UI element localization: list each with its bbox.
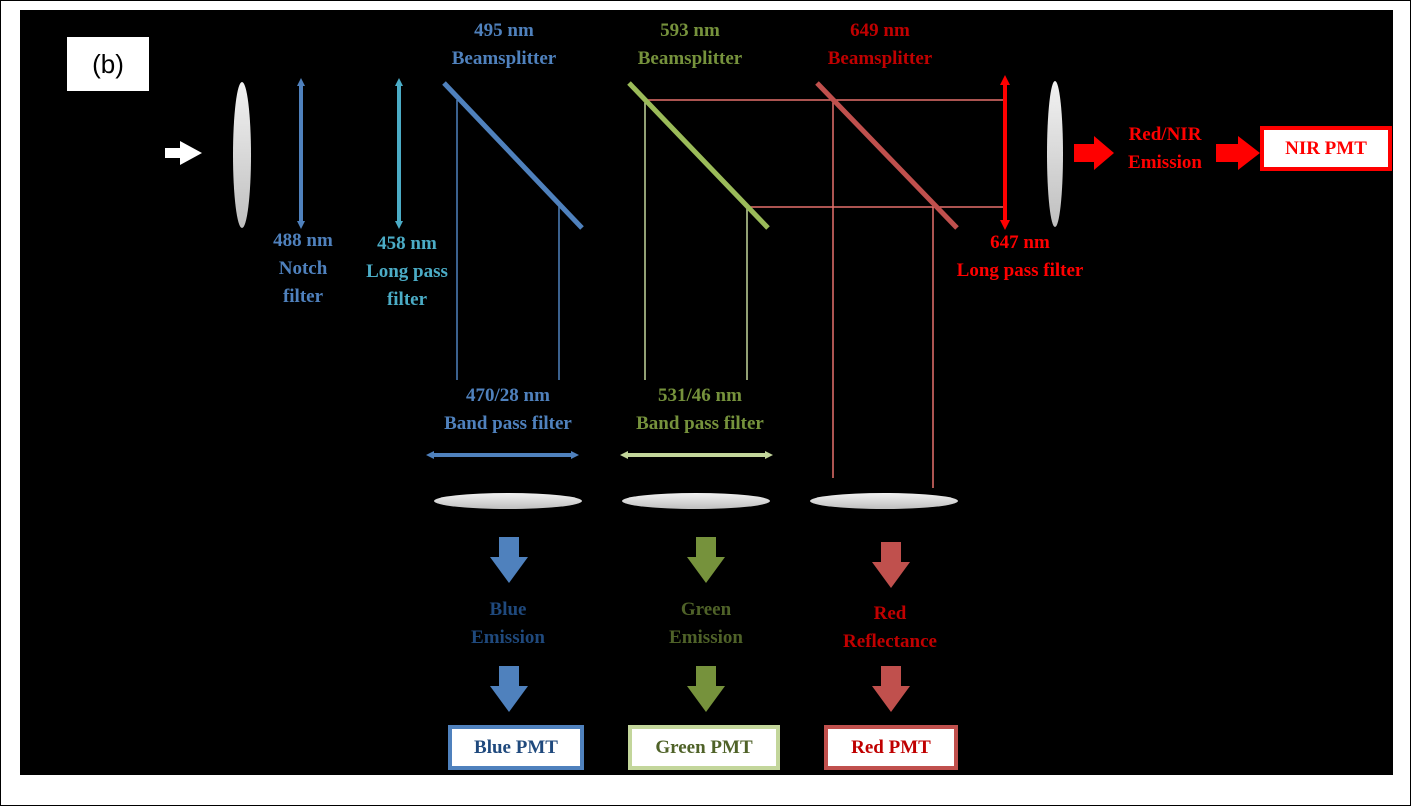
beamsplitter-593-type: Beamsplitter [637, 48, 743, 69]
bandpass-blue-label: 470/28 nm Band pass filter [418, 382, 598, 438]
longpass-458-label: 458 nm Long pass filter [350, 230, 464, 314]
exit-lens [1047, 81, 1063, 227]
beamsplitter-495-wavelength: 495 nm [474, 20, 534, 41]
longpass-458-type: Long pass [366, 261, 448, 282]
nir-pmt-box: NIR PMT [1260, 126, 1392, 171]
nir-emission-color: Red/NIR [1128, 124, 1202, 145]
green-beam-paths [644, 100, 748, 380]
entrance-lens [233, 82, 251, 228]
blue-emission-color: Blue [489, 599, 527, 620]
optical-layout [165, 75, 1260, 712]
bandpass-green-type: Band pass filter [636, 413, 764, 434]
bandpass-blue-type: Band pass filter [444, 413, 572, 434]
diagram-canvas: (b) [20, 10, 1393, 775]
green-emission-color: Green [680, 599, 732, 620]
blue-emission-word: Emission [471, 627, 545, 648]
longpass-458-wavelength: 458 nm [377, 233, 437, 254]
red-pmt-box: Red PMT [824, 725, 958, 770]
green-pmt-box: Green PMT [628, 725, 780, 770]
blue-beam-paths [456, 100, 560, 380]
panel-label: (b) [67, 37, 149, 91]
notch-filter-wavelength: 488 nm [273, 230, 333, 251]
blue-pmt-box: Blue PMT [448, 725, 584, 770]
green-focusing-lens [622, 493, 770, 509]
green-emission-label: Green Emission [646, 596, 766, 652]
longpass-647-wavelength: 647 nm [990, 232, 1050, 253]
red-reflectance-word: Reflectance [843, 631, 937, 652]
beamsplitter-593 [627, 81, 770, 230]
beamsplitter-649 [815, 81, 959, 230]
beamsplitter-593-wavelength: 593 nm [660, 20, 720, 41]
beamsplitter-495-label: 495 nm Beamsplitter [434, 17, 574, 73]
blue-focusing-lens [434, 493, 582, 509]
blue-emission-label: Blue Emission [448, 596, 568, 652]
longpass-647-type: Long pass filter [956, 260, 1084, 281]
beamsplitter-593-label: 593 nm Beamsplitter [620, 17, 760, 73]
beamsplitter-649-wavelength: 649 nm [850, 20, 910, 41]
nir-emission-label: Red/NIR Emission [1110, 121, 1220, 177]
beamsplitter-495-type: Beamsplitter [451, 48, 557, 69]
input-light-arrow [165, 141, 202, 165]
blue-down-arrows [490, 537, 528, 712]
bandpass-green-wavelength: 531/46 nm [658, 385, 742, 406]
red-focusing-lens [810, 493, 958, 509]
green-emission-word: Emission [669, 627, 743, 648]
beamsplitter-495 [442, 81, 584, 230]
bandpass-blue-wavelength: 470/28 nm [466, 385, 550, 406]
nir-emission-arrows [1074, 136, 1260, 170]
notch-filter-word: filter [282, 286, 324, 307]
green-down-arrows [687, 537, 725, 712]
longpass-647-label: 647 nm Long pass filter [925, 229, 1115, 285]
bandpass-green-label: 531/46 nm Band pass filter [610, 382, 790, 438]
red-down-arrows [872, 542, 910, 712]
longpass-458-word: filter [386, 289, 428, 310]
red-beam-paths [645, 99, 1005, 488]
red-reflectance-color: Red [873, 603, 907, 624]
beamsplitter-649-type: Beamsplitter [827, 48, 933, 69]
notch-filter-type: Notch [278, 258, 328, 279]
notch-filter-label: 488 nm Notch filter [258, 227, 348, 311]
nir-emission-word: Emission [1128, 152, 1202, 173]
beamsplitter-649-label: 649 nm Beamsplitter [810, 17, 950, 73]
red-reflectance-label: Red Reflectance [820, 600, 960, 656]
